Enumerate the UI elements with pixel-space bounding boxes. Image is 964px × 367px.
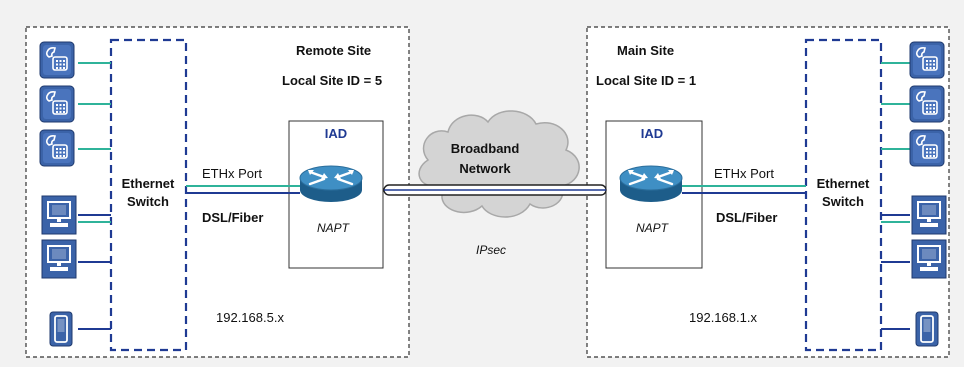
- computer-icon: [41, 239, 77, 279]
- ip-phone-icon: [39, 41, 75, 79]
- remote-site-id: Local Site ID = 5: [282, 73, 382, 88]
- remote-router-icon: [298, 164, 364, 204]
- ip-phone-icon: [909, 41, 945, 79]
- remote-port-label: ETHx Port: [202, 166, 262, 181]
- ip-phone-icon: [909, 129, 945, 167]
- ip-phone-icon: [39, 85, 75, 123]
- remote-ethernet-switch-box: [109, 38, 188, 352]
- ip-phone-icon: [909, 85, 945, 123]
- cloud-label-line2: Network: [459, 161, 511, 176]
- main-switch-label-line1: Ethernet: [817, 176, 870, 191]
- remote-napt-label: NAPT: [317, 221, 351, 235]
- main-device-links: [881, 62, 910, 330]
- ipsec-tunnel: [383, 184, 607, 196]
- mobile-handset-icon: [915, 311, 939, 347]
- main-ethernet-switch-box: [804, 38, 883, 352]
- mobile-handset-icon: [49, 311, 73, 347]
- main-wan-label: DSL/Fiber: [716, 210, 777, 225]
- main-napt-label: NAPT: [636, 221, 670, 235]
- ipsec-label: IPsec: [476, 243, 506, 257]
- ip-phone-icon: [39, 129, 75, 167]
- remote-switch-label-line1: Ethernet: [122, 176, 175, 191]
- cloud-label-line1: Broadband: [451, 141, 520, 156]
- main-site-title: Main Site: [617, 43, 674, 58]
- remote-subnet-label: 192.168.5.x: [216, 310, 284, 325]
- main-switch-label-line2: Switch: [822, 194, 864, 209]
- remote-device-links: [78, 62, 111, 330]
- remote-wan-label: DSL/Fiber: [202, 210, 263, 225]
- main-iad-label: IAD: [641, 126, 663, 141]
- remote-iad-label: IAD: [325, 126, 347, 141]
- main-site-id: Local Site ID = 1: [596, 73, 696, 88]
- computer-icon: [911, 239, 947, 279]
- main-port-label: ETHx Port: [714, 166, 774, 181]
- main-subnet-label: 192.168.1.x: [689, 310, 757, 325]
- computer-icon: [41, 195, 77, 235]
- remote-switch-label-line2: Switch: [127, 194, 169, 209]
- remote-site-title: Remote Site: [296, 43, 371, 58]
- main-router-icon: [618, 164, 684, 204]
- computer-icon: [911, 195, 947, 235]
